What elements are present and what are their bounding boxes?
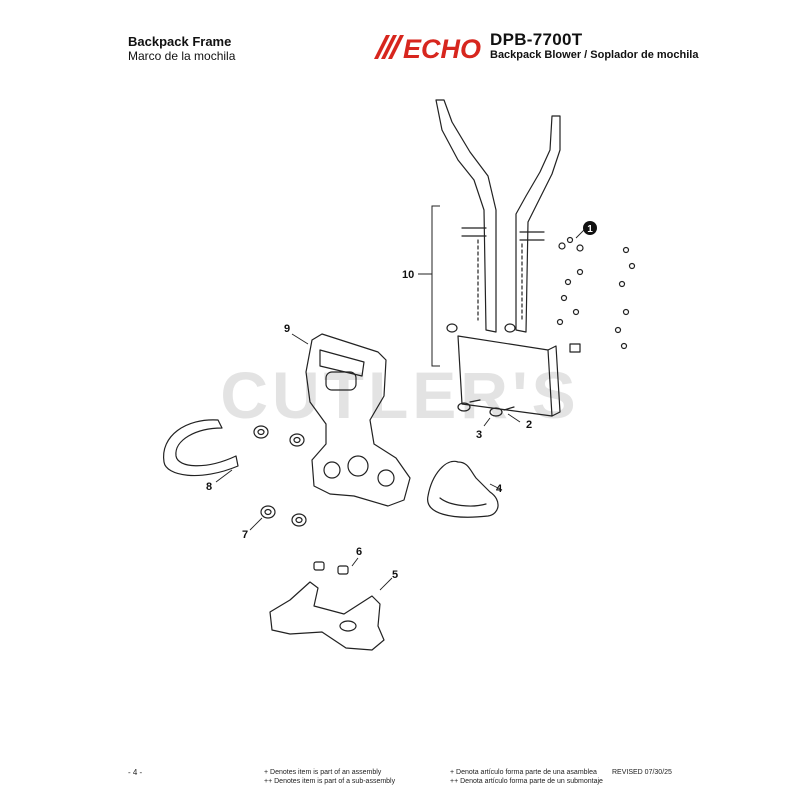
callout-9: 9 (284, 323, 290, 335)
note-subassembly-es: ++ Denota artículo forma parte de un sub… (450, 778, 603, 785)
washer-3 (457, 399, 481, 412)
header-right: DPB-7700T Backpack Blower / Soplador de … (490, 30, 698, 62)
strap-hook-4 (427, 460, 499, 518)
callout-6: 6 (356, 546, 362, 558)
page-title: Backpack Frame (128, 34, 232, 49)
callout-1-badge (583, 221, 597, 235)
hardware-cluster (556, 236, 636, 353)
strap-pad-8 (163, 419, 239, 477)
header-left: Backpack Frame Marco de la mochila (128, 34, 235, 63)
cross-plate (457, 335, 561, 417)
note-assembly-en: + Denotes item is part of an assembly (264, 769, 382, 776)
washer-2 (489, 406, 515, 417)
page-number: - 4 - (128, 768, 143, 777)
revised-date: REVISED 07/30/25 (612, 769, 672, 776)
washer-pad (446, 323, 516, 333)
footnote-english: + Denotes item is part of an assembly ++… (264, 768, 395, 786)
callout-1: 1 (587, 224, 593, 235)
back-plate (305, 333, 411, 507)
callout-7: 7 (242, 529, 248, 541)
bushings-6 (313, 561, 349, 575)
echo-logo: ECHO (374, 34, 481, 63)
note-assembly-es: + Denota artículo forma parte de una asa… (450, 769, 597, 776)
callout-8: 8 (206, 481, 212, 493)
callout-4: 4 (496, 483, 503, 495)
model-number: DPB-7700T (490, 30, 583, 49)
grommets-7 (253, 425, 307, 527)
note-subassembly-en: ++ Denotes item is part of a sub-assembl… (264, 778, 396, 785)
frame-rail-left (435, 99, 497, 333)
callout-5: 5 (392, 569, 398, 581)
model-description: Backpack Blower / Soplador de mochila (490, 49, 699, 61)
base-5 (269, 581, 385, 651)
logo-text: ECHO (403, 34, 481, 63)
callout-2: 2 (526, 419, 532, 431)
footnote-spanish: + Denota artículo forma parte de una asa… (450, 768, 603, 786)
page-subtitle: Marco de la mochila (128, 49, 236, 63)
callout-3: 3 (476, 429, 482, 441)
callout-10: 10 (402, 269, 414, 281)
frame-rail-right (515, 115, 561, 333)
